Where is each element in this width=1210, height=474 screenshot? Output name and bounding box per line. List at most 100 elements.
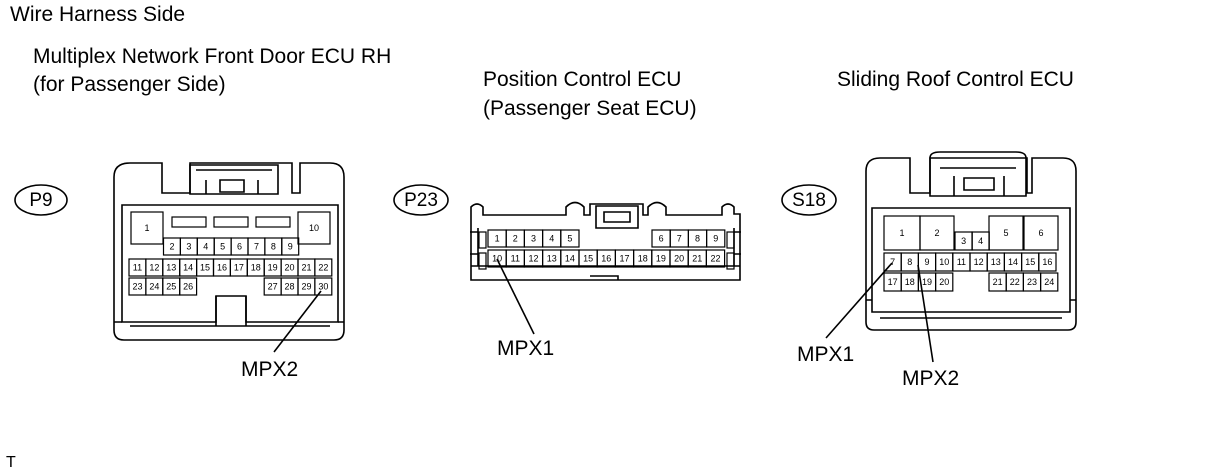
p9-slot: [255, 216, 291, 228]
p23-pin-20: 20: [669, 249, 689, 268]
svg-text:23: 23: [132, 282, 142, 292]
svg-text:11: 11: [133, 263, 142, 273]
p23-pin-14: 14: [560, 249, 580, 268]
svg-text:14: 14: [1008, 257, 1018, 267]
s18-housing-outline: [865, 157, 1077, 331]
p23-end-cavity: [726, 252, 735, 270]
svg-text:15: 15: [1025, 257, 1035, 267]
p23-pin-7: 7: [669, 229, 690, 248]
p9-connector-subtitle: (for Passenger Side): [33, 73, 226, 96]
p9-pin-18: 18: [246, 258, 265, 277]
s18-badge-label: S18: [792, 190, 826, 211]
p9-pin-10: 10: [297, 211, 331, 245]
svg-text:15: 15: [583, 254, 593, 264]
svg-text:23: 23: [1027, 277, 1037, 287]
svg-text:15: 15: [200, 263, 210, 273]
p9-pin-29: 29: [297, 277, 316, 296]
p9-pin-24: 24: [145, 277, 164, 296]
s18-pin-22: 22: [1005, 272, 1025, 292]
p9-slot: [171, 216, 207, 228]
p23-connector-title: Position Control ECU: [483, 68, 682, 91]
p9-connector-title: Multiplex Network Front Door ECU RH: [33, 45, 392, 68]
p9-latch-detail: [205, 179, 259, 194]
p9-pin-16: 16: [212, 258, 231, 277]
p9-pin-2: 2: [162, 237, 181, 256]
svg-text:14: 14: [183, 263, 193, 273]
p9-pin-8: 8: [264, 237, 283, 256]
s18-mpx1-leader: [825, 262, 893, 339]
svg-text:27: 27: [268, 282, 278, 292]
svg-text:21: 21: [301, 263, 311, 273]
p23-pin-4: 4: [541, 229, 562, 248]
svg-text:20: 20: [939, 277, 949, 287]
p23-pin-10: 10: [487, 249, 507, 268]
s18-face-outline: [871, 207, 1071, 313]
svg-text:18: 18: [638, 254, 648, 264]
p9-pin-6: 6: [230, 237, 249, 256]
svg-text:1: 1: [495, 234, 500, 244]
svg-text:3: 3: [961, 236, 966, 246]
p9-badge-ellipse: [14, 184, 68, 216]
s18-pin-1: 1: [883, 215, 921, 251]
p23-end-cavity: [478, 231, 487, 249]
svg-text:17: 17: [888, 277, 898, 287]
svg-text:7: 7: [254, 242, 259, 252]
p9-housing-outline: [113, 162, 345, 341]
s18-connector: [781, 151, 1077, 331]
svg-text:5: 5: [220, 242, 225, 252]
p23-pin-5: 5: [560, 229, 580, 248]
s18-pin-21: 21: [988, 272, 1007, 292]
svg-text:5: 5: [567, 234, 572, 244]
p9-badge-label: P9: [29, 190, 52, 211]
svg-text:4: 4: [978, 236, 983, 246]
svg-text:16: 16: [217, 263, 227, 273]
s18-pin-20: 20: [934, 272, 954, 292]
p9-mpx2-label: MPX2: [241, 358, 299, 381]
s18-connector-title: Sliding Roof Control ECU: [837, 68, 1074, 91]
svg-text:29: 29: [301, 282, 311, 292]
svg-text:28: 28: [285, 282, 295, 292]
svg-text:7: 7: [677, 234, 682, 244]
p9-pin-13: 13: [162, 258, 181, 277]
s18-pin-6: 6: [1023, 215, 1059, 251]
s18-pin-8: 8: [900, 252, 920, 272]
p23-pin-18: 18: [632, 249, 653, 268]
p9-pin-1: 1: [130, 211, 164, 245]
svg-text:10: 10: [309, 223, 319, 233]
p9-latch-outline: [189, 164, 279, 195]
p9-pin-22: 22: [314, 258, 333, 277]
svg-text:18: 18: [251, 263, 261, 273]
p23-end-cavity: [478, 252, 487, 270]
p23-badge-label: P23: [404, 190, 438, 211]
svg-text:4: 4: [549, 234, 554, 244]
p23-pin-12: 12: [523, 249, 544, 268]
svg-text:4: 4: [203, 242, 208, 252]
s18-pin-15: 15: [1020, 252, 1040, 272]
p23-mpx1-leader: [496, 258, 535, 335]
s18-pin-4: 4: [971, 231, 990, 251]
s18-pin-24: 24: [1039, 272, 1059, 292]
svg-text:1: 1: [899, 228, 904, 238]
svg-text:21: 21: [993, 277, 1003, 287]
svg-text:20: 20: [285, 263, 295, 273]
p23-pin-9: 9: [705, 229, 726, 248]
svg-text:17: 17: [234, 263, 244, 273]
p9-pin-9: 9: [281, 237, 300, 256]
svg-text:8: 8: [907, 257, 912, 267]
svg-text:19: 19: [922, 277, 932, 287]
svg-text:9: 9: [713, 234, 718, 244]
page-title: Wire Harness Side: [10, 3, 186, 26]
p9-pin-5: 5: [213, 237, 232, 256]
p23-pin-19: 19: [651, 249, 671, 268]
p9-pin-21: 21: [297, 258, 316, 277]
s18-mpx2-leader: [917, 264, 934, 363]
svg-text:24: 24: [1044, 277, 1054, 287]
svg-text:13: 13: [166, 263, 176, 273]
p9-slot: [213, 216, 249, 228]
p23-pin-13: 13: [541, 249, 562, 268]
s18-pin-16: 16: [1038, 252, 1057, 272]
s18-pin-23: 23: [1022, 272, 1042, 292]
p23-connector-subtitle: (Passenger Seat ECU): [483, 97, 697, 120]
svg-text:13: 13: [547, 254, 557, 264]
